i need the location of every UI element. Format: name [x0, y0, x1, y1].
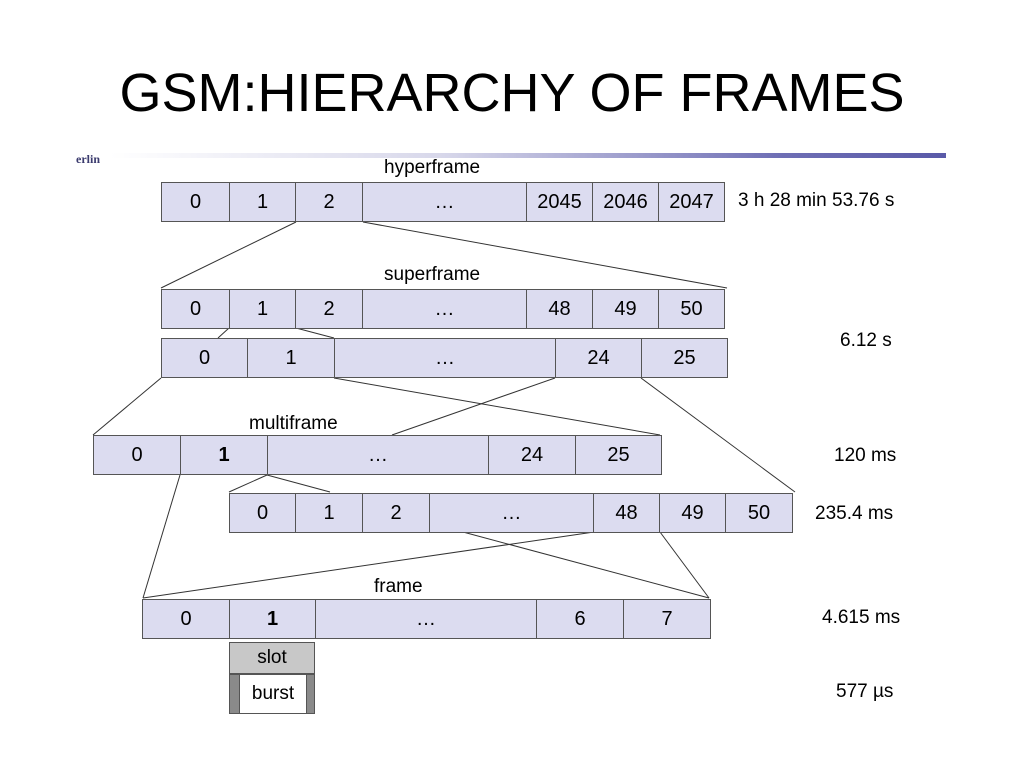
connector-line [217, 327, 230, 339]
connector-line [640, 377, 796, 493]
hyperframe-cell: 2047 [658, 182, 725, 222]
hyperframe-cell: 2 [295, 182, 363, 222]
superframe-cell: 0 [161, 289, 230, 329]
frame-row: 0 1 … 6 7 [142, 599, 711, 639]
connector-line [295, 327, 335, 339]
multiframe-cell: 0 [93, 435, 181, 475]
multiframe-cell: 50 [725, 493, 793, 533]
hyperframe-cell: … [362, 182, 527, 222]
superframe-row-1: 0 1 2 … 48 49 50 [161, 289, 725, 329]
frame-cell: 6 [536, 599, 624, 639]
multiframe-cell: … [267, 435, 489, 475]
connector-line [659, 531, 710, 599]
multiframe-cell: 48 [593, 493, 660, 533]
connector-line [362, 221, 728, 289]
multiframe-cell: … [429, 493, 594, 533]
connector-line [92, 377, 162, 436]
hyperframe-cell: 1 [229, 182, 296, 222]
superframe-cell: 49 [592, 289, 659, 329]
superframe-cell: … [362, 289, 527, 329]
superframe-cell: 25 [641, 338, 728, 378]
superframe-cell: 2 [295, 289, 363, 329]
connector-line [333, 377, 661, 436]
hyperframe-cell: 2045 [526, 182, 593, 222]
multiframe-cell: 25 [575, 435, 662, 475]
page-title: GSM:HIERARCHY OF FRAMES [119, 63, 905, 123]
superframe-cell: … [334, 338, 556, 378]
multiframe-cell: 1 [180, 435, 268, 475]
logo-text: erlin [76, 152, 100, 166]
frame-duration: 4.615 ms [822, 607, 901, 628]
superframe-cell: 0 [161, 338, 248, 378]
superframe-cell: 1 [229, 289, 296, 329]
multiframe-row-1: 0 1 … 24 25 [93, 435, 662, 475]
superframe-cell: 50 [658, 289, 725, 329]
burst-duration: 577 µs [836, 681, 894, 702]
burst-inner: burst [239, 675, 307, 713]
multiframe-cell: 0 [229, 493, 296, 533]
multiframe-row-2-duration: 235.4 ms [815, 503, 894, 524]
frame-cell: … [315, 599, 537, 639]
slot-label: slot [257, 647, 287, 668]
hyperframe-label: hyperframe [384, 157, 481, 178]
multiframe-cell: 24 [488, 435, 576, 475]
multiframe-cell: 1 [295, 493, 363, 533]
frame-cell: 0 [142, 599, 230, 639]
connector-line [266, 474, 331, 493]
header-divider [110, 153, 946, 158]
connector-line [142, 531, 595, 599]
frame-cell: 7 [623, 599, 711, 639]
hyperframe-cell: 2046 [592, 182, 659, 222]
superframe-label: superframe [384, 264, 481, 285]
superframe-duration: 6.12 s [840, 330, 892, 351]
multiframe-cell: 49 [659, 493, 726, 533]
hyperframe-cell: 0 [161, 182, 230, 222]
connector-line [228, 474, 268, 493]
multiframe-cell: 2 [362, 493, 430, 533]
superframe-row-2: 0 1 … 24 25 [161, 338, 728, 378]
multiframe-row-1-duration: 120 ms [834, 445, 897, 466]
connector-line [160, 221, 297, 289]
frame-cell: 1 [229, 599, 316, 639]
superframe-cell: 48 [526, 289, 593, 329]
superframe-cell: 1 [247, 338, 335, 378]
connector-line [142, 474, 181, 599]
superframe-cell: 24 [555, 338, 642, 378]
burst-label: burst [251, 683, 295, 704]
connector-line [462, 531, 710, 599]
burst-box: burst [229, 674, 315, 714]
multiframe-row-2: 0 1 2 … 48 49 50 [229, 493, 793, 533]
frame-label: frame [374, 576, 423, 597]
slot-box: slot [229, 642, 315, 674]
multiframe-label: multiframe [249, 413, 338, 434]
hyperframe-duration: 3 h 28 min 53.76 s [738, 190, 895, 211]
connector-line [391, 377, 556, 436]
hyperframe-row: 0 1 2 … 2045 2046 2047 [161, 182, 725, 222]
